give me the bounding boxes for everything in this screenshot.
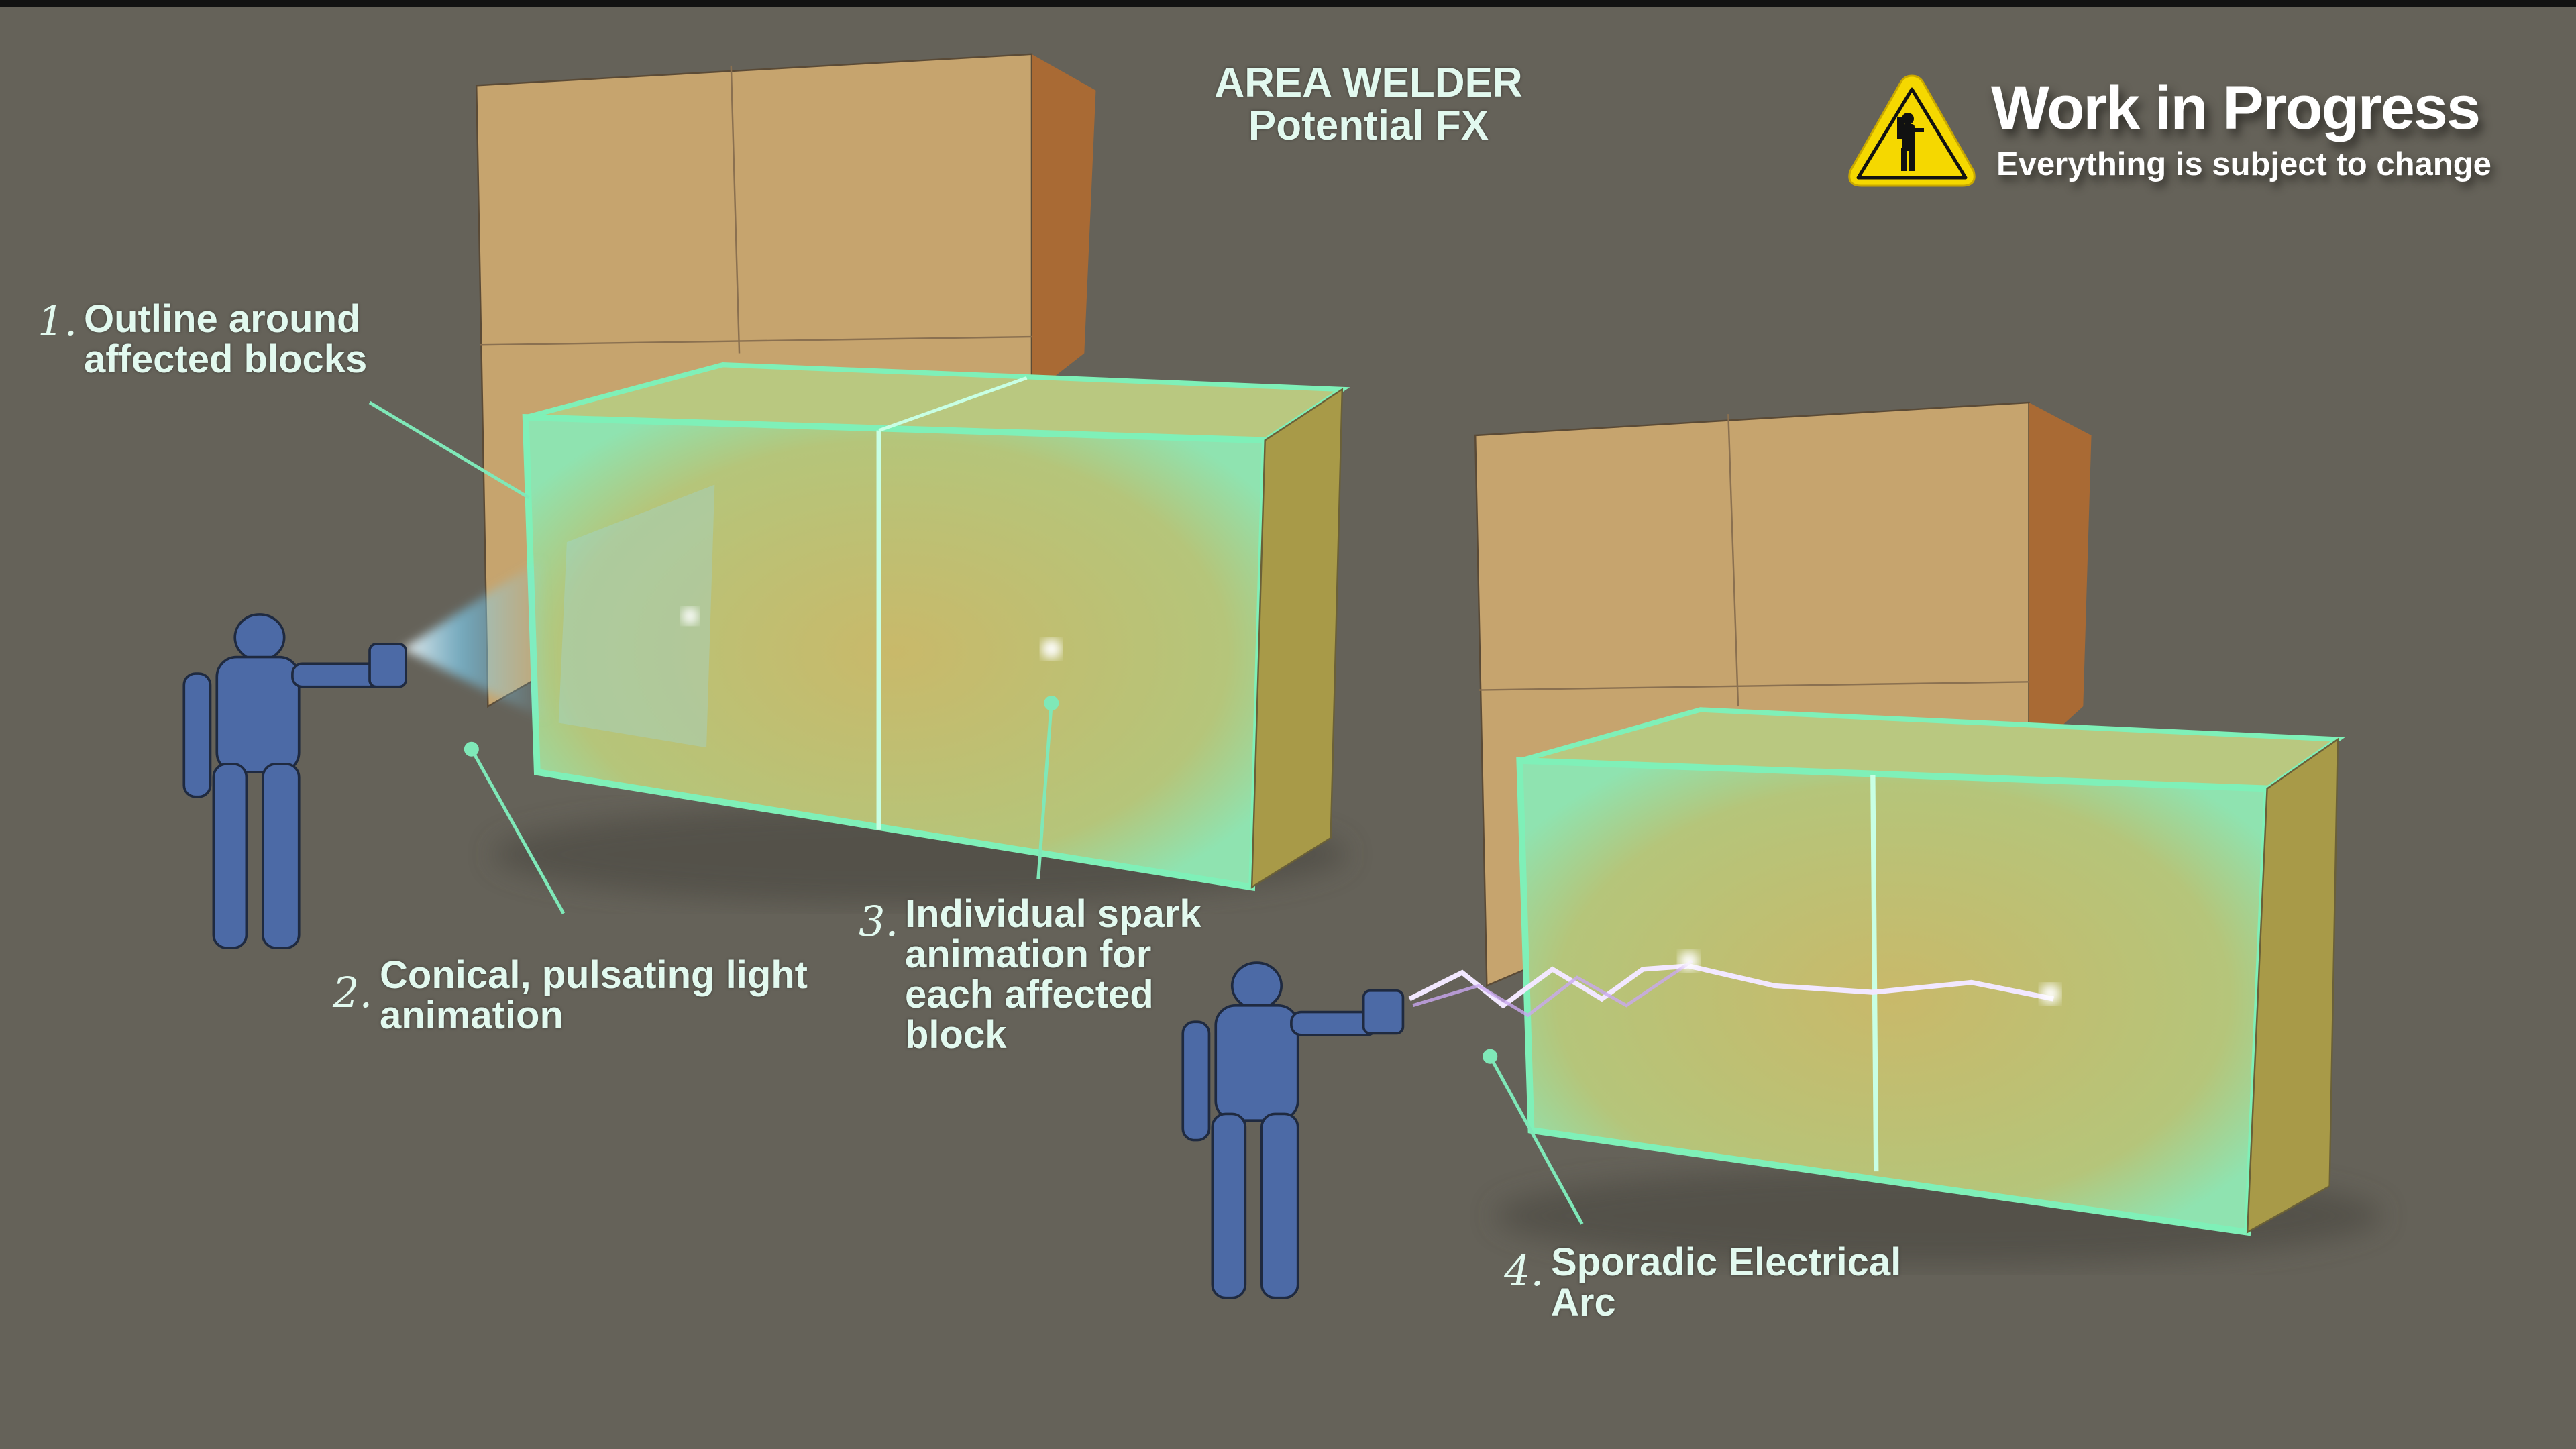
annotation-line: Sporadic Electrical — [1551, 1240, 1902, 1284]
leader-lines — [368, 400, 1584, 1225]
annotation-line: affected blocks — [84, 337, 368, 381]
page-title: AREA WELDER Potential FX — [1100, 62, 1637, 148]
top-bar — [0, 0, 2576, 7]
wip-title: Work in Progress — [1991, 74, 2481, 142]
annotation-line: each affected — [905, 973, 1154, 1016]
annotation-line: Conical, pulsating light — [380, 953, 808, 997]
leader-line-1 — [368, 400, 530, 500]
annotation-2-number: 2. — [333, 968, 373, 1017]
wip-subtitle: Everything is subject to change — [1996, 146, 2491, 182]
leader-dot-4 — [1483, 1049, 1498, 1064]
annotation-1-number: 1. — [38, 297, 78, 345]
annotation-1: Outline around affected blocks — [84, 299, 367, 380]
leader-line-4 — [1489, 1055, 1584, 1225]
annotation-3-number: 3. — [859, 897, 899, 946]
annotation-4-number: 4. — [1504, 1246, 1544, 1295]
welder-figure-1 — [182, 613, 407, 949]
annotation-line: animation — [380, 994, 564, 1037]
annotation-3: Individual spark animation for each affe… — [905, 894, 1201, 1055]
welder-figure-2 — [1181, 961, 1405, 1299]
wip-badge: Work in Progress Everything is subject t… — [1845, 70, 2491, 195]
annotation-line: Individual spark — [905, 892, 1201, 936]
annotation-line: block — [905, 1013, 1007, 1057]
leader-dot-3 — [1044, 696, 1059, 711]
leader-dot-2 — [464, 741, 479, 757]
scene-2-blocks — [1408, 401, 2383, 1265]
annotation-2: Conical, pulsating light animation — [380, 955, 808, 1036]
title-line-1: AREA WELDER — [1214, 60, 1523, 106]
warning-welder-sign-icon — [1848, 74, 1976, 187]
leader-line-3 — [1036, 702, 1053, 879]
annotation-4: Sporadic Electrical Arc — [1551, 1242, 1901, 1323]
annotation-line: Arc — [1551, 1281, 1616, 1324]
title-line-2: Potential FX — [1248, 103, 1489, 149]
annotation-line: Outline around — [84, 297, 361, 341]
annotation-line: animation for — [905, 932, 1152, 976]
scene-1-blocks — [402, 53, 1350, 904]
leader-line-2 — [470, 748, 566, 914]
